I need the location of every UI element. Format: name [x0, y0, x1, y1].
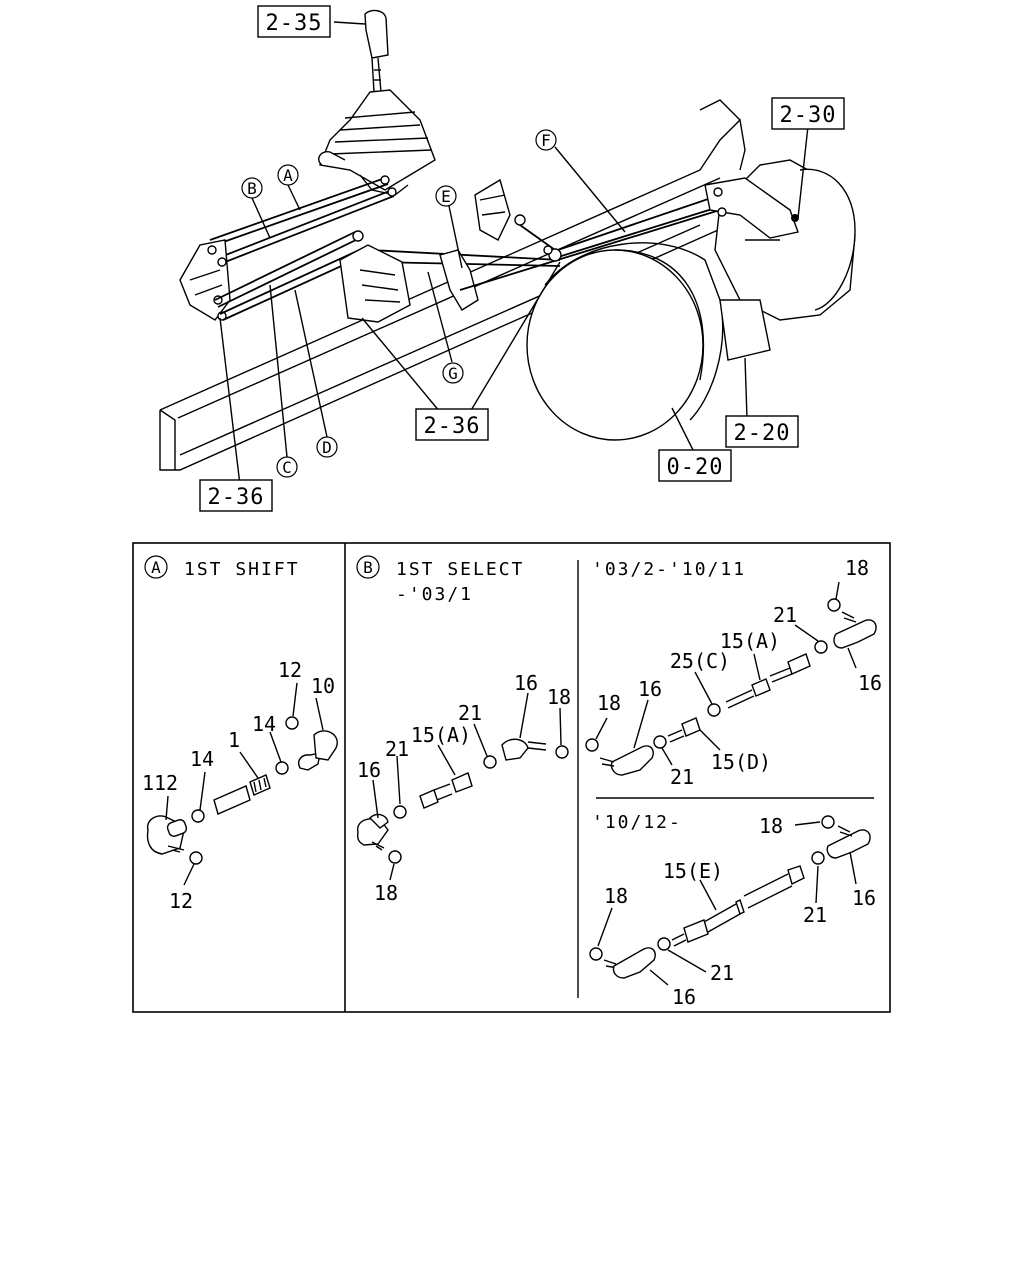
- callout-f[interactable]: F: [535, 129, 557, 151]
- callout-d[interactable]: D: [316, 436, 338, 458]
- part-number: 12: [169, 889, 193, 913]
- panel-a-labels: 12 10 14 1 14 112 12: [142, 658, 335, 913]
- ref-label: 2-36: [208, 485, 265, 510]
- part-number: 21: [710, 961, 734, 985]
- panel-c-bottom: '10/12-: [589, 812, 876, 1009]
- rods-lower: [214, 230, 561, 321]
- ref-label: 2-20: [734, 421, 791, 446]
- panel-c-top: '03/2-'10/11: [585, 556, 882, 789]
- panel-b-labels: 16 18 21 15(A) 21 16 18: [357, 671, 571, 905]
- callout-g[interactable]: G: [442, 362, 464, 384]
- leader-lines: [219, 21, 809, 486]
- callout-letter: F: [541, 131, 551, 150]
- panel-a-header: A 1ST SHIFT: [144, 555, 300, 580]
- ref-box-2-36-left[interactable]: 2-36: [199, 479, 273, 512]
- fuel-tank: [526, 242, 724, 441]
- panel-b: B 1ST SELECT -'03/1: [356, 555, 571, 905]
- part-number: 18: [374, 881, 398, 905]
- ref-label: 2-36: [424, 414, 481, 439]
- ref-label: 2-35: [266, 11, 323, 36]
- panel-subtitle: -'03/1: [396, 584, 473, 605]
- top-assembly: 2-35 2-30 2-36 2-20 0-20 2-36 A B: [159, 5, 856, 512]
- rods-upper: [209, 175, 397, 265]
- ref-label: 2-30: [780, 103, 837, 128]
- part-number: 14: [190, 747, 214, 771]
- part-number: 14: [252, 712, 276, 736]
- ref-box-2-36-center[interactable]: 2-36: [415, 408, 489, 441]
- panel-letter: A: [151, 558, 161, 577]
- part-number: 15(A): [411, 723, 471, 747]
- callout-a[interactable]: A: [277, 164, 299, 186]
- part-number: 21: [773, 603, 797, 627]
- part-number: 16: [858, 671, 882, 695]
- panel-letter: B: [363, 558, 373, 577]
- period-label: '10/12-: [592, 812, 682, 833]
- panel-c-bottom-parts: [589, 815, 871, 979]
- part-number: 18: [597, 691, 621, 715]
- callout-e[interactable]: E: [435, 185, 457, 207]
- left-bracket: [179, 239, 231, 321]
- panel-b-header: B 1ST SELECT -'03/1: [356, 555, 524, 605]
- callout-letter: B: [247, 179, 257, 198]
- callout-c[interactable]: C: [276, 456, 298, 478]
- panel-c-bottom-labels: 18 15(E) 16 18 21 21 16: [604, 814, 876, 1009]
- part-number: 16: [514, 671, 538, 695]
- panel-title: 1ST SHIFT: [184, 559, 300, 580]
- part-number: 16: [638, 677, 662, 701]
- transmission: [704, 159, 856, 361]
- ref-box-2-30[interactable]: 2-30: [771, 97, 845, 130]
- part-number: 25(C): [670, 649, 730, 673]
- part-number: 10: [311, 674, 335, 698]
- part-number: 16: [672, 985, 696, 1009]
- part-number: 21: [803, 903, 827, 927]
- part-number: 16: [357, 758, 381, 782]
- part-number: 18: [547, 685, 571, 709]
- part-number: 21: [458, 701, 482, 725]
- panel-title: 1ST SELECT: [396, 559, 524, 580]
- frame-rail: [159, 99, 746, 471]
- part-number: 21: [670, 765, 694, 789]
- shift-lever: [318, 9, 436, 196]
- part-number: 21: [385, 737, 409, 761]
- callout-letter: C: [282, 458, 292, 477]
- callout-letter: D: [322, 438, 332, 457]
- panel-b-parts: [356, 738, 569, 864]
- part-number: 15(E): [663, 859, 723, 883]
- ref-label: 0-20: [667, 455, 724, 480]
- part-number: 15(A): [720, 629, 780, 653]
- part-number: 18: [604, 884, 628, 908]
- part-number: 112: [142, 771, 178, 795]
- part-number: 15(D): [711, 750, 771, 774]
- detail-panels: A 1ST SHIFT: [132, 542, 891, 1013]
- part-number: 16: [852, 886, 876, 910]
- part-number: 12: [278, 658, 302, 682]
- control-cables: [459, 194, 726, 291]
- part-number: 1: [228, 728, 240, 752]
- panel-c-top-parts: [585, 598, 877, 776]
- panel-a-parts: [146, 716, 338, 865]
- ref-box-2-35[interactable]: 2-35: [257, 5, 331, 38]
- callout-letter: E: [441, 187, 451, 206]
- period-label: '03/2-'10/11: [592, 559, 746, 580]
- callout-letter: G: [448, 364, 458, 383]
- panel-c-top-labels: 18 21 15(A) 25(C) 16 18 16 16 21 15(D): [597, 556, 882, 789]
- callout-letter: A: [283, 166, 293, 185]
- callout-b[interactable]: B: [241, 177, 263, 199]
- part-number: 18: [845, 556, 869, 580]
- part-number: 18: [759, 814, 783, 838]
- panels-border: [132, 542, 891, 1013]
- ref-box-2-20[interactable]: 2-20: [725, 415, 799, 448]
- center-bracket: [339, 178, 526, 323]
- panel-a: A 1ST SHIFT: [142, 555, 338, 913]
- ref-box-0-20[interactable]: 0-20: [658, 449, 732, 482]
